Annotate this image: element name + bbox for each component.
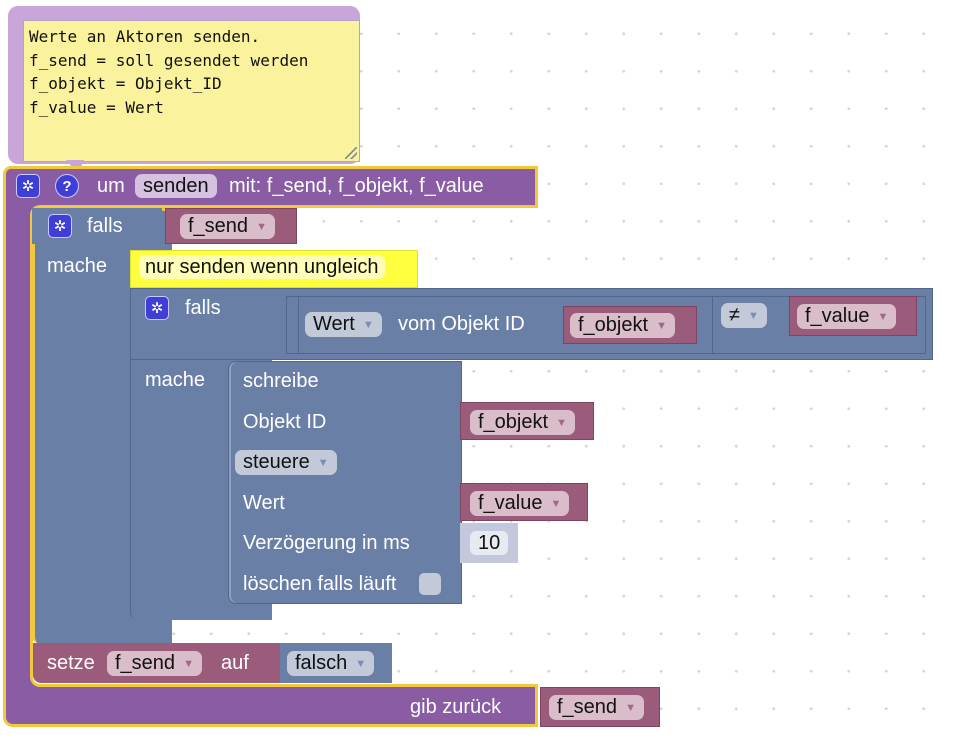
gear-icon[interactable]: ✲ [145,296,169,320]
return-var-dropdown[interactable]: f_send ▼ [549,695,644,720]
inline-comment-text[interactable]: nur senden wenn ungleich [139,255,385,279]
procedure-prefix-label: um [97,175,125,197]
dropdown-arrow-icon: ▼ [656,319,667,332]
dropdown-arrow-icon: ▼ [256,220,267,233]
if-label: falls [185,297,221,319]
procedure-block[interactable] [3,166,538,727]
clear-label: löschen falls läuft [243,573,397,595]
gear-icon[interactable]: ✲ [16,174,40,198]
boolean-value: falsch [295,652,348,674]
var-name: f_send [557,696,618,718]
property-value: Wert [313,313,355,335]
set-label: setze [47,652,95,674]
dropdown-arrow-icon: ▼ [625,701,636,714]
object-id-var-dropdown[interactable]: f_objekt ▼ [470,410,575,435]
var-name: f_objekt [478,411,549,433]
write-block[interactable] [228,361,462,604]
var-name: f_objekt [578,314,649,336]
var-name: f_send [115,652,176,674]
write-title: schreibe [243,370,319,392]
getter-var-dropdown[interactable]: f_objekt ▼ [570,313,675,338]
operator-dropdown[interactable]: ≠▼ [721,303,767,328]
var-name: f_send [188,215,249,237]
comment-textarea[interactable]: Werte an Aktoren senden. f_send = soll g… [23,20,360,162]
mode-dropdown[interactable]: steuere ▼ [235,450,337,475]
condition-var-dropdown[interactable]: f_send ▼ [180,214,275,239]
do-label: mache [47,255,108,277]
object-id-label: Objekt ID [243,411,327,433]
return-label: gib zurück [410,696,502,718]
dropdown-arrow-icon: ▼ [550,497,562,510]
property-dropdown[interactable]: Wert ▼ [305,312,382,337]
dropdown-arrow-icon: ▼ [556,416,567,429]
dropdown-arrow-icon: ▼ [355,657,367,670]
var-name: f_value [478,492,543,514]
var-name: f_value [805,305,870,327]
getter-label: vom Objekt ID [398,313,525,335]
right-var-dropdown[interactable]: f_value ▼ [797,304,897,329]
dropdown-arrow-icon: ▼ [317,456,329,469]
boolean-dropdown[interactable]: falsch ▼ [287,651,375,676]
value-var-dropdown[interactable]: f_value ▼ [470,491,570,516]
gear-icon[interactable]: ✲ [48,214,72,238]
do-label: mache [145,369,206,391]
dropdown-arrow-icon: ▼ [183,657,194,670]
value-label: Wert [243,492,285,514]
help-icon[interactable]: ? [55,174,79,198]
delay-label: Verzögerung in ms [243,532,410,554]
dropdown-arrow-icon: ▼ [877,310,889,323]
procedure-name-field[interactable]: senden [135,174,217,198]
to-label: auf [221,652,249,674]
comment-text: Werte an Aktoren senden. f_send = soll g… [29,27,309,117]
resize-grip-icon[interactable] [345,147,357,159]
set-var-dropdown[interactable]: f_send ▼ [107,651,202,676]
comment-bubble[interactable]: Werte an Aktoren senden. f_send = soll g… [8,6,360,164]
clear-checkbox[interactable] [419,573,441,595]
dropdown-arrow-icon: ▼ [747,309,759,322]
procedure-params-label: mit: f_send, f_objekt, f_value [229,175,484,197]
delay-input[interactable]: 10 [470,531,509,555]
if-label: falls [87,215,123,237]
operator-value: ≠ [729,304,740,326]
mode-value: steuere [243,451,310,473]
dropdown-arrow-icon: ▼ [362,318,374,331]
